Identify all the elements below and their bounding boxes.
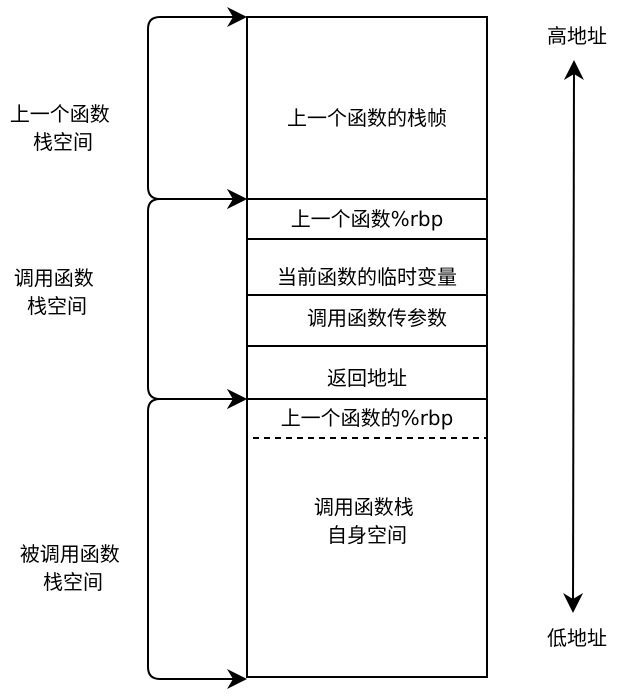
region-prev-function: 上一个函数 栈空间 (10, 102, 116, 154)
bracket-callee-function (147, 389, 247, 689)
block-callee-space-line2: 自身空间 (327, 523, 407, 547)
region-callee-function-line2: 栈空间 (43, 570, 103, 594)
address-axis-arrow (563, 60, 584, 613)
block-callee-space-line1: 调用函数栈 (314, 495, 414, 519)
bracket-caller-function (147, 189, 247, 409)
region-callee-function: 被调用函数 栈空间 (20, 542, 126, 594)
region-caller-function-line1: 调用函数 (14, 266, 94, 290)
block-saved-rbp: 上一个函数的%rbp (281, 406, 454, 430)
region-callee-function-line1: 被调用函数 (20, 542, 120, 566)
block-return-address: 返回地址 (327, 366, 407, 390)
region-caller-function: 调用函数 栈空间 (14, 266, 100, 318)
region-prev-function-line2: 栈空间 (33, 130, 93, 154)
bracket-prev-function (147, 7, 247, 209)
region-caller-function-line2: 栈空间 (27, 294, 87, 318)
low-address-label: 低地址 (547, 626, 607, 650)
block-callee-space: 调用函数栈 自身空间 (314, 495, 420, 547)
block-call-params: 调用函数传参数 (307, 306, 447, 330)
region-prev-function-line1: 上一个函数 (10, 102, 110, 126)
block-temp-vars: 当前函数的临时变量 (277, 265, 457, 289)
block-prev-frame: 上一个函数的栈帧 (287, 106, 447, 130)
high-address-label: 高地址 (547, 24, 607, 48)
block-prev-rbp: 上一个函数%rbp (291, 207, 444, 231)
